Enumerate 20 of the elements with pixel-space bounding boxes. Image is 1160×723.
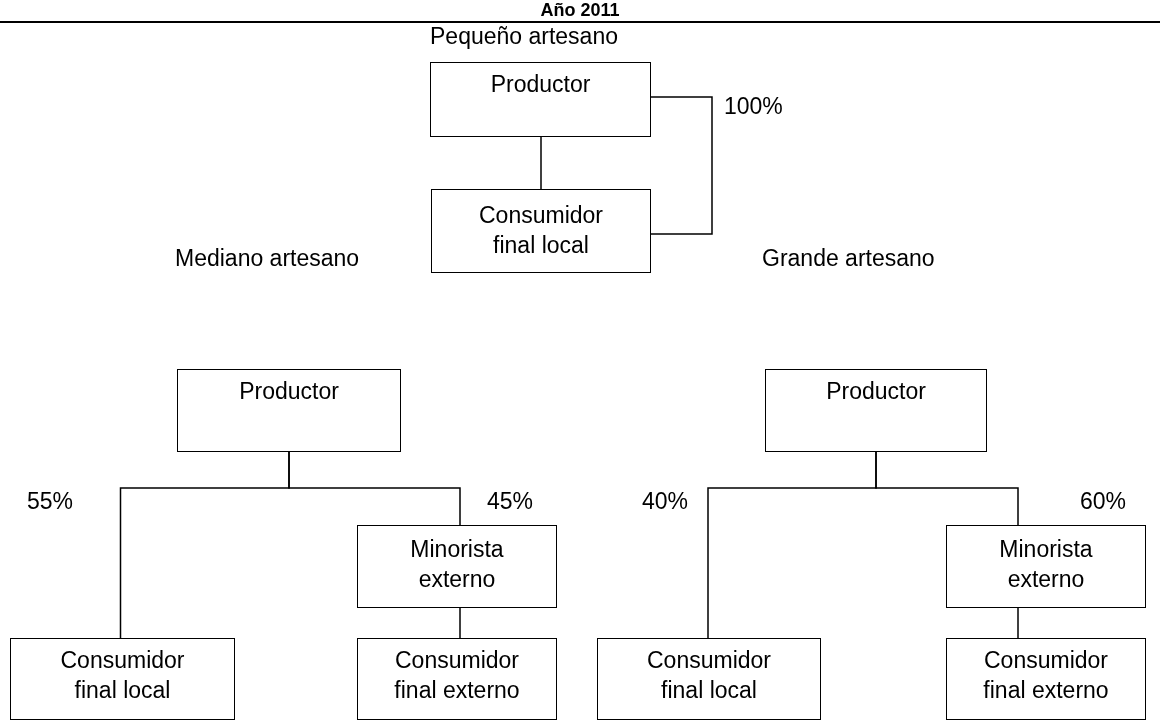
connector-line — [459, 607, 461, 639]
process-box: Consumidor final local — [10, 638, 235, 720]
process-box: Consumidor final externo — [946, 638, 1146, 720]
process-box: Minorista externo — [946, 525, 1146, 608]
process-box: Consumidor final externo — [357, 638, 557, 720]
connector-line — [540, 136, 542, 190]
connector-line — [875, 451, 1019, 526]
connector-line — [288, 451, 461, 526]
group-heading: Pequeño artesano — [430, 23, 618, 49]
process-box: Productor — [430, 62, 651, 137]
connector-line — [1017, 607, 1019, 639]
process-box: Productor — [765, 369, 987, 452]
connector-line — [650, 96, 713, 235]
group-heading: Grande artesano — [762, 245, 935, 271]
process-box: Minorista externo — [357, 525, 557, 608]
diagram-title: Año 2011 — [540, 0, 620, 20]
process-box: Consumidor final local — [597, 638, 821, 720]
process-box: Productor — [177, 369, 401, 452]
process-box: Consumidor final local — [431, 189, 651, 273]
group-heading: Mediano artesano — [175, 245, 360, 271]
